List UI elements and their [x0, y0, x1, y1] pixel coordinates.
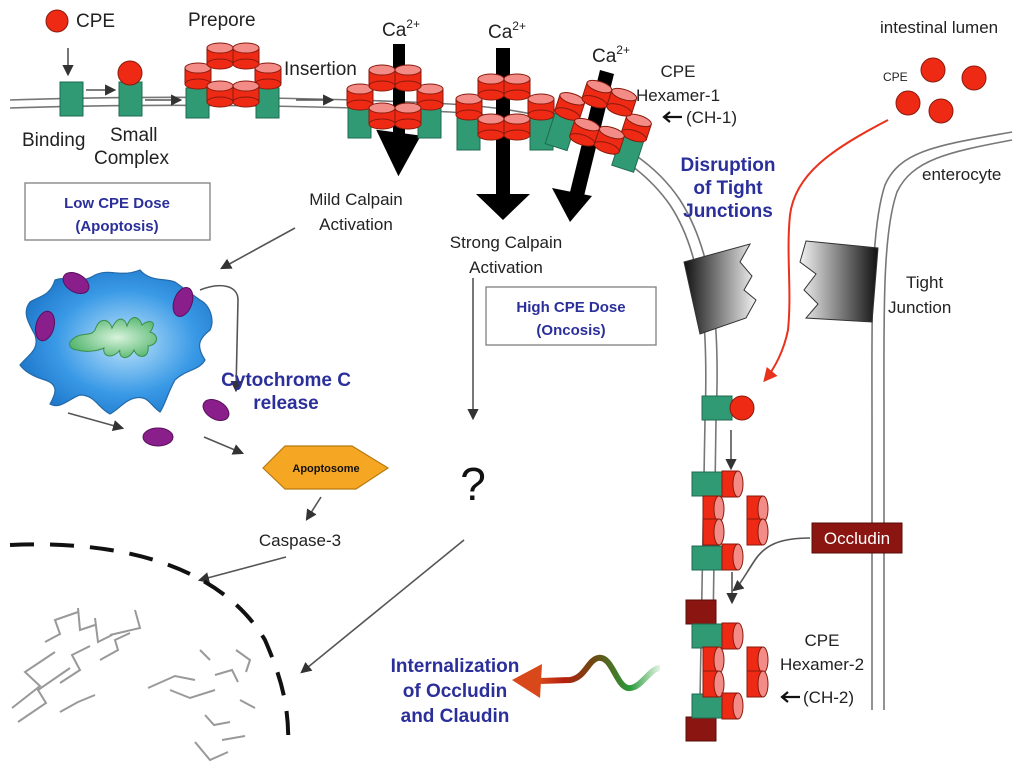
- ch1-label-hexamer: Hexamer-1: [636, 86, 720, 105]
- mitochondria-release-arrow: [199, 284, 242, 393]
- internalization-arrow: [512, 654, 661, 698]
- low-dose-label-1: Low CPE Dose: [64, 195, 170, 212]
- tight-junction-right: [799, 240, 879, 323]
- cpe-pore-3: [544, 77, 654, 173]
- caspase-label: Caspase-3: [259, 531, 341, 550]
- calcium-label-3: Ca2+: [592, 43, 630, 67]
- unknown-mechanism-label: ?: [460, 458, 486, 510]
- low-cpe-dose-box: Low CPE Dose (Apoptosis): [24, 182, 211, 241]
- cyto-arrow-2: [203, 436, 245, 455]
- cyto-arrow-1: [67, 412, 125, 431]
- high-dose-label-1: High CPE Dose: [516, 299, 625, 316]
- fragmented-dna: [11, 607, 256, 762]
- cytochrome-label-2: release: [253, 393, 319, 414]
- occludin-arrow: [732, 537, 811, 592]
- disruption-label-1: Disruption: [681, 155, 776, 176]
- high-cpe-dose-box: High CPE Dose (Oncosis): [485, 286, 657, 346]
- tight-junction-label-2: Junction: [888, 298, 951, 317]
- cytochrome-c-molecules: [142, 399, 230, 447]
- unknown-to-nucleus-arrow: [300, 539, 465, 674]
- prepore-complex: [184, 42, 282, 119]
- tight-junction-label-1: Tight: [906, 273, 943, 292]
- strong-calpain-label-1: Strong Calpain: [450, 233, 562, 252]
- intestinal-lumen-label: intestinal lumen: [880, 18, 998, 37]
- strong-calpain-label-2: Activation: [469, 258, 543, 277]
- high-dose-label-2: (Oncosis): [536, 322, 605, 339]
- lateral-hexamer-2: [685, 599, 769, 742]
- mitochondrion-cell: [19, 269, 213, 415]
- mild-calpain-label-1: Mild Calpain: [309, 190, 403, 209]
- tight-junction-left: [683, 243, 757, 335]
- cytochrome-label-1: Cytochrome C: [221, 370, 351, 391]
- lumen-cpe-label: CPE: [883, 70, 908, 84]
- mild-calpain-label-2: Activation: [319, 215, 393, 234]
- binding-label: Binding: [22, 130, 85, 151]
- insertion-label: Insertion: [284, 59, 357, 80]
- ch2-pointer-arrow-icon: [780, 691, 800, 703]
- cpe-bound-molecule: [117, 60, 143, 86]
- mild-calpain-arrow: [220, 227, 296, 270]
- ch2-label-hexamer: Hexamer-2: [780, 655, 864, 674]
- lumen-cpe-molecules: [895, 57, 987, 124]
- ch1-label-cpe: CPE: [661, 62, 696, 81]
- occludin-label: Occludin: [824, 529, 890, 548]
- receptor-binding: [59, 81, 84, 117]
- calcium-label-2: Ca2+: [488, 19, 526, 43]
- ch2-label-cpe: CPE: [805, 631, 840, 650]
- nuclear-envelope: [9, 542, 291, 751]
- ch2-label-abbrev: (CH-2): [803, 688, 854, 707]
- internalization-label-1: Internalization: [391, 656, 520, 677]
- apoptosome-to-caspase-arrow: [305, 496, 322, 521]
- receptor-small-complex: [118, 81, 143, 117]
- disruption-label-2: of Tight: [693, 178, 763, 199]
- prepore-label: Prepore: [188, 10, 256, 31]
- internalization-label-3: and Claudin: [401, 706, 510, 727]
- apoptosome-label: Apoptosome: [292, 463, 359, 475]
- cpe-pore-1: [346, 64, 444, 139]
- complex-label: Complex: [94, 148, 169, 169]
- ch1-pointer-arrow-icon: [662, 111, 682, 123]
- ch1-label-abbrev: (CH-1): [686, 108, 737, 127]
- low-dose-label-2: (Apoptosis): [75, 218, 158, 235]
- enterocyte-membrane: [871, 131, 1013, 710]
- cpe-path-arrow: [763, 119, 889, 383]
- small-label: Small: [110, 125, 158, 146]
- cpe-label: CPE: [76, 11, 115, 32]
- apoptosome-node: Apoptosome: [262, 445, 390, 490]
- calcium-label-1: Ca2+: [382, 17, 420, 41]
- caspase-arrow: [197, 556, 287, 584]
- internalization-label-2: of Occludin: [403, 681, 508, 702]
- occludin-node: Occludin: [811, 522, 903, 554]
- cpe-free-molecule: [45, 9, 69, 33]
- lateral-small-complex: [701, 395, 755, 421]
- enterocyte-label: enterocyte: [922, 165, 1001, 184]
- lateral-hexamer-1: [691, 470, 769, 571]
- disruption-label-3: Junctions: [683, 201, 773, 222]
